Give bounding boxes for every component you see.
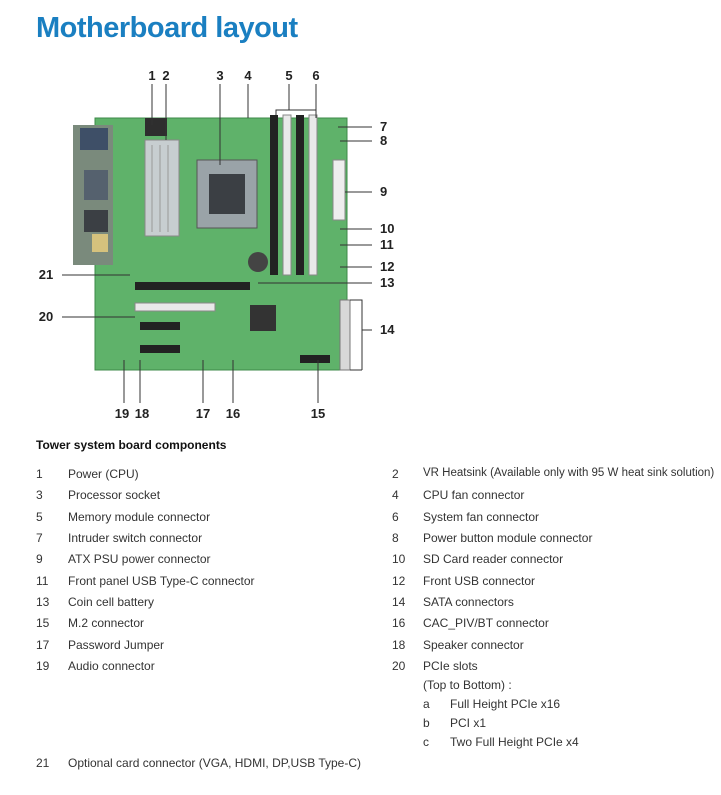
usb-ports	[84, 170, 108, 200]
component-label: PCIe slots	[423, 659, 478, 673]
pcie-note: (Top to Bottom) :	[423, 678, 512, 692]
component-label: Power (CPU)	[68, 467, 139, 481]
component-label: CAC_PIV/BT connector	[423, 616, 549, 630]
component-num: 11	[36, 574, 48, 588]
component-label: Optional card connector (VGA, HDMI, DP,U…	[68, 756, 361, 770]
component-label: Front USB connector	[423, 574, 535, 588]
component-label: Memory module connector	[68, 510, 210, 524]
component-num: 6	[392, 510, 399, 524]
component-num: 5	[36, 510, 43, 524]
callout-19: 19	[115, 406, 129, 421]
cpu-power-connector	[145, 118, 167, 136]
pcie-slot-label: PCI x1	[450, 716, 486, 730]
pcie-slot-label: Full Height PCIe x16	[450, 697, 560, 711]
pcie-slot-letter: c	[423, 735, 429, 749]
component-num: 15	[36, 616, 49, 630]
component-num: 16	[392, 616, 405, 630]
component-num: 1	[36, 467, 43, 481]
component-num: 21	[36, 756, 49, 770]
pcie-slot-letter: b	[423, 716, 430, 730]
coin-cell-battery	[248, 252, 268, 272]
pcie-x4-slot-2	[140, 345, 180, 353]
component-num: 3	[36, 488, 43, 502]
component-label: Password Jumper	[68, 638, 164, 652]
component-num: 2	[392, 467, 399, 481]
audio-jacks	[92, 234, 108, 252]
vr-heatsink	[145, 140, 179, 236]
component-label: VR Heatsink (Available only with 95 W he…	[423, 467, 714, 479]
component-label: CPU fan connector	[423, 488, 524, 502]
pcie-x16-slot	[135, 282, 250, 290]
pci-x1-slot	[135, 303, 215, 311]
component-label: Coin cell battery	[68, 595, 154, 609]
callout-18: 18	[135, 406, 149, 421]
callout-20: 20	[39, 309, 53, 324]
callout-4: 4	[244, 68, 252, 83]
memory-slot-4	[309, 115, 317, 275]
component-num: 12	[392, 574, 405, 588]
callout-13: 13	[380, 275, 394, 290]
section-title: Tower system board components	[36, 438, 226, 452]
callout-10: 10	[380, 221, 394, 236]
callout-3: 3	[216, 68, 223, 83]
component-label: Speaker connector	[423, 638, 524, 652]
component-num: 14	[392, 595, 405, 609]
callout-2: 2	[162, 68, 169, 83]
component-num: 10	[392, 552, 405, 566]
component-num: 18	[392, 638, 405, 652]
memory-slot-2	[283, 115, 291, 275]
serial-port	[80, 128, 108, 150]
pcie-slot-letter: a	[423, 697, 430, 711]
pcie-slot-label: Two Full Height PCIe x4	[450, 735, 579, 749]
callout-1: 1	[148, 68, 155, 83]
callout-17: 17	[196, 406, 210, 421]
component-num: 8	[392, 531, 399, 545]
sata-connectors	[340, 300, 350, 370]
callout-9: 9	[380, 184, 387, 199]
component-num: 19	[36, 659, 49, 673]
callout-5: 5	[285, 68, 292, 83]
ethernet-port	[84, 210, 108, 232]
component-label: Intruder switch connector	[68, 531, 202, 545]
component-label: Front panel USB Type-C connector	[68, 574, 255, 588]
callout-14: 14	[380, 322, 395, 337]
component-label: ATX PSU power connector	[68, 552, 211, 566]
callout-16: 16	[226, 406, 240, 421]
callout-15: 15	[311, 406, 325, 421]
component-num: 20	[392, 659, 405, 673]
callout-11: 11	[380, 237, 394, 252]
component-label: Processor socket	[68, 488, 160, 502]
callout-21: 21	[39, 267, 53, 282]
callout-8: 8	[380, 133, 387, 148]
component-label: SD Card reader connector	[423, 552, 563, 566]
component-label: Power button module connector	[423, 531, 592, 545]
component-num: 17	[36, 638, 49, 652]
chipset	[250, 305, 276, 331]
component-label: M.2 connector	[68, 616, 144, 630]
component-num: 13	[36, 595, 49, 609]
component-num: 4	[392, 488, 399, 502]
m2-connector	[300, 355, 330, 363]
component-num: 9	[36, 552, 43, 566]
atx-power-connector	[333, 160, 345, 220]
pcie-x4-slot-1	[140, 322, 180, 330]
motherboard-diagram: 1 2 3 4 5 6 7 8 9 10 11 12 13 14 15 16 1…	[0, 0, 721, 430]
socket-center	[209, 174, 245, 214]
callout-7: 7	[380, 119, 387, 134]
component-num: 7	[36, 531, 43, 545]
callout-12: 12	[380, 259, 394, 274]
component-label: Audio connector	[68, 659, 155, 673]
memory-slot-3	[296, 115, 304, 275]
memory-slot-1	[270, 115, 278, 275]
component-label: System fan connector	[423, 510, 539, 524]
component-label: SATA connectors	[423, 595, 514, 609]
callout-6: 6	[312, 68, 319, 83]
